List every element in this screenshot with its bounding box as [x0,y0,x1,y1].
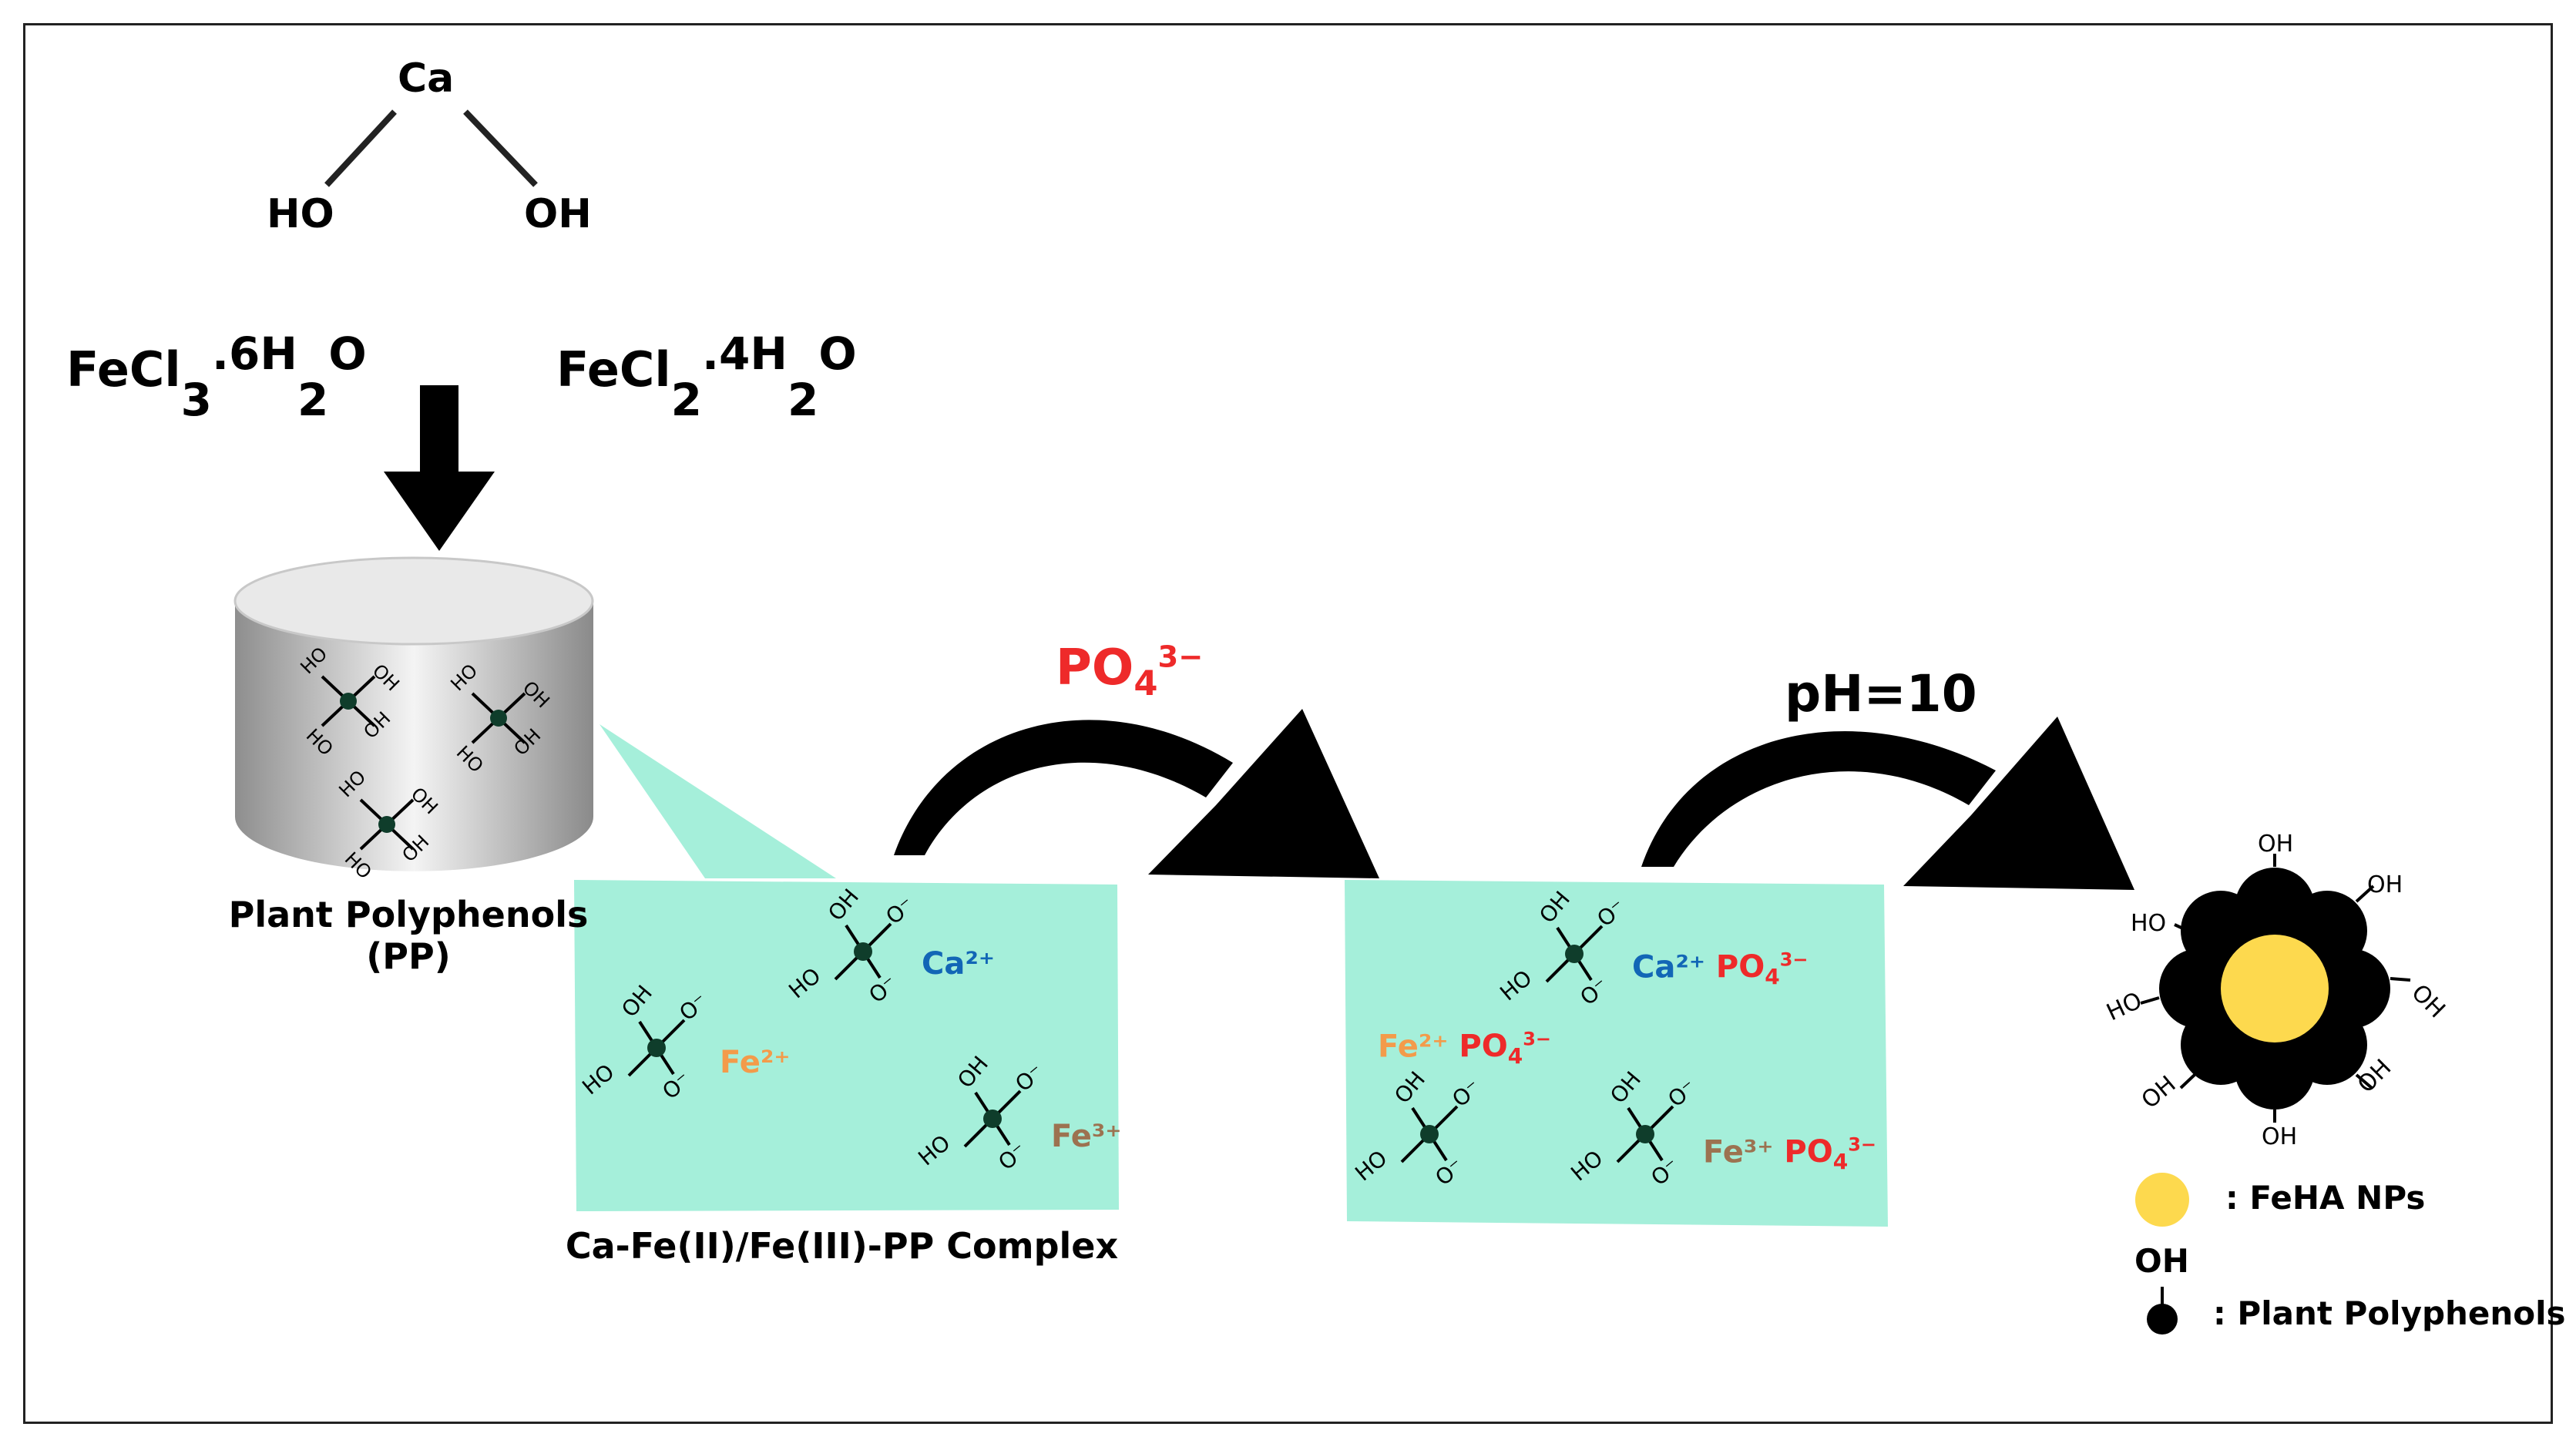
fecl2-formula: FeCl2.4H2O [556,327,857,426]
calcium-symbol: Ca [398,55,455,102]
legend-nps-icon [2135,1173,2189,1227]
ho-label: HO [267,191,334,237]
oh-label: OH [524,191,592,237]
svg-text:OH: OH [2406,979,2450,1023]
box2-ca-po4: Ca²⁺ PO43− [1632,949,1809,990]
phosphate-complex-box [1345,880,1888,1227]
down-arrow-icon [384,385,495,551]
box2-fe2-po4: Fe²⁺ PO43− [1378,1029,1552,1069]
complex-fe2-ion: Fe²⁺ [720,1045,791,1080]
svg-text:OH: OH [2262,1123,2297,1150]
feha-nanoparticle-icon: OH OH OH OH OH OH HO HO [2103,831,2450,1150]
legend-polyphenol-icon [2147,1287,2178,1335]
complex-fe3-ion: Fe³⁺ [1051,1119,1122,1154]
complex-label: Ca-Fe(II)/Fe(III)-PP Complex [565,1225,1119,1267]
phosphate-reagent: PO43− [1056,640,1204,703]
diagram-frame [23,23,2553,1424]
legend-oh-label: OH [2134,1242,2189,1280]
curved-arrow-2-icon [1641,717,2134,890]
curved-arrow-1-icon [894,709,1379,878]
svg-text:OH: OH [2258,831,2293,858]
complex-ca-ion: Ca²⁺ [922,946,995,982]
complex-box [574,880,1119,1211]
ph-condition: pH=10 [1785,664,1977,724]
svg-text:OH: OH [2137,1071,2181,1114]
legend-nps-label: : FeHA NPs [2225,1179,2426,1217]
complex-pointer [599,724,836,878]
calcium-hydroxide-structure [324,109,538,187]
polyphenol-container [233,556,594,885]
svg-text:HO: HO [2131,910,2166,937]
svg-text:HO: HO [2103,987,2147,1026]
legend-pp-label: : Plant Polyphenols [2213,1294,2566,1332]
svg-text:OH: OH [2367,871,2403,898]
container-label: Plant Polyphenols (PP) [228,894,589,977]
fecl3-formula: FeCl3.6H2O [66,327,367,426]
box2-fe3-po4: Fe³⁺ PO43− [1703,1134,1877,1175]
